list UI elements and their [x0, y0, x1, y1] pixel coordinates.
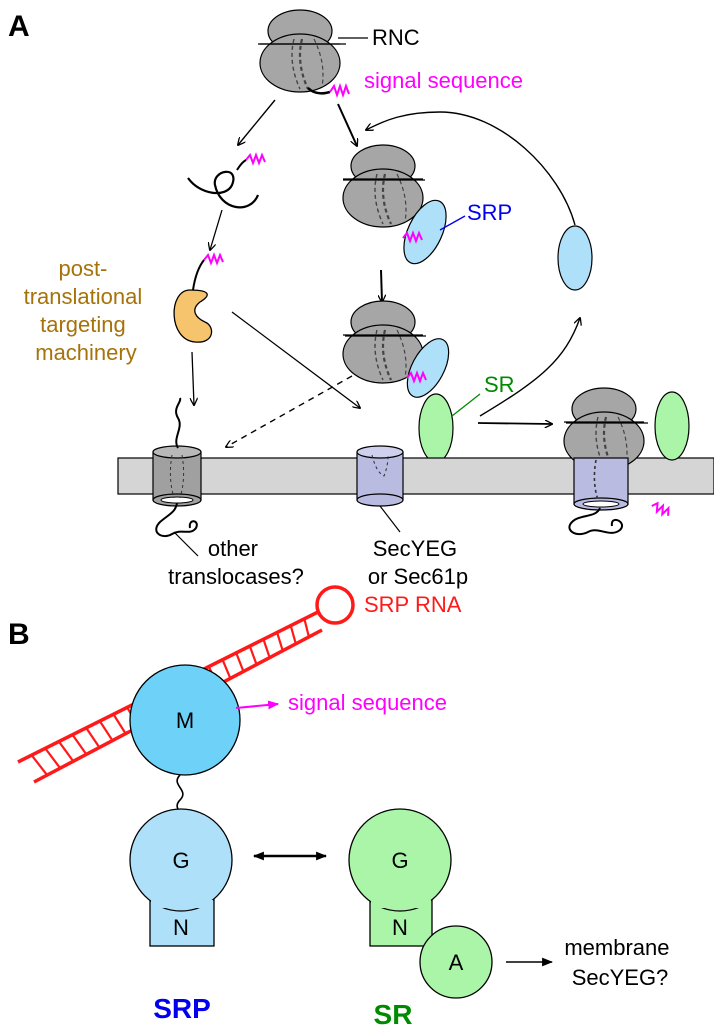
other-label-line-1: other — [208, 536, 258, 561]
sr-leader-line — [451, 393, 481, 417]
arrow-ptm-to-other — [192, 351, 194, 405]
m-domain — [129, 664, 241, 776]
panel-a-letter: A — [8, 10, 30, 43]
ptm-chain — [192, 259, 205, 291]
secreted-chain — [568, 507, 623, 536]
other-translocase — [152, 445, 202, 507]
sr-particle-released — [654, 391, 690, 461]
free-signal-zigzag — [245, 152, 266, 166]
rnc-label: RNC — [372, 25, 420, 50]
srp-particle-2 — [406, 338, 450, 398]
sr-n-label: N — [392, 915, 408, 940]
panel-b-letter: B — [8, 618, 30, 651]
sr-g-label: G — [391, 848, 408, 873]
bound-signal-zigzag — [402, 230, 423, 244]
rna-rung — [235, 652, 245, 672]
rna-rung — [221, 659, 232, 679]
sr-ng-join — [371, 900, 431, 908]
other-translocases-label: other translocases? — [168, 536, 304, 589]
arrow-to-translocation — [477, 423, 552, 424]
rnc-srp-sr-complex — [341, 299, 454, 463]
rna-rung — [112, 713, 127, 735]
sr-a-label: A — [449, 950, 464, 975]
rna-rung — [98, 720, 114, 742]
arrow-srp-release — [479, 318, 580, 417]
secyeg-channel — [356, 445, 404, 507]
m-domain-label: M — [176, 708, 194, 733]
other-leader-line — [173, 531, 199, 557]
srp-recycle-arc — [366, 111, 576, 226]
ptm-label: post- translational targeting machinery — [24, 256, 149, 365]
srp-g-domain — [129, 808, 233, 912]
secyeg-label: SecYEG or Sec61p — [368, 536, 468, 589]
ptm-label-line-4: machinery — [35, 340, 136, 365]
secyeg-leader-line — [379, 505, 401, 533]
complex-signal-zigzag — [406, 370, 427, 384]
rna-loop — [315, 585, 355, 625]
sr-title: SR — [374, 999, 413, 1028]
translocated-chain-bottom — [155, 502, 198, 538]
nascent-chain — [307, 87, 331, 95]
sr-label: SR — [484, 372, 515, 397]
sr-g-domain — [348, 808, 452, 912]
rna-rung — [303, 618, 310, 638]
arrow-to-srp-binding — [337, 103, 357, 146]
membrane-label-line-2: SecYEG? — [572, 965, 669, 990]
sr-particle-1 — [418, 393, 454, 463]
signal-sequence-zigzag — [329, 82, 350, 99]
arrow-ptm-to-secyeg — [231, 311, 360, 408]
free-srp-particle — [557, 225, 593, 291]
srp-particle-1 — [403, 199, 447, 265]
dashed-arrow-to-other — [226, 375, 353, 447]
secyeg-label-line-1: SecYEG — [373, 536, 457, 561]
ribosome-at-translocon — [562, 386, 648, 472]
membrane-label: membrane SecYEG? — [564, 935, 675, 990]
arrow-to-ptm — [210, 209, 223, 250]
arrow-to-sr-binding — [381, 269, 382, 302]
other-label-line-2: translocases? — [168, 564, 304, 589]
free-polypeptide — [187, 170, 260, 209]
signal-sequence-label: signal sequence — [364, 68, 523, 93]
rna-rung — [289, 625, 297, 645]
free-chain-link — [236, 159, 247, 171]
rnc-ribosome — [258, 8, 346, 94]
rna-rung — [248, 645, 258, 665]
rna-rung — [71, 734, 88, 755]
active-translocon — [573, 457, 629, 511]
srp-title: SRP — [153, 993, 211, 1024]
ptm-label-line-3: targeting — [40, 312, 126, 337]
srp-rna-label: SRP RNA — [364, 592, 462, 617]
ptm-crescent — [173, 289, 213, 343]
membrane-label-line-1: membrane — [564, 935, 669, 960]
sr-a-domain — [419, 925, 493, 999]
rna-rung — [30, 754, 48, 776]
ptm-label-line-2: translational — [24, 284, 143, 309]
signal-sequence-b-label: signal sequence — [288, 690, 447, 715]
ptm-signal-zigzag — [203, 252, 224, 266]
cleaved-signal-zigzag — [651, 501, 670, 517]
srp-label: SRP — [467, 200, 512, 225]
signal-binding-arrow — [235, 700, 280, 710]
srp-leader-line — [439, 215, 466, 231]
secyeg-label-line-2: or Sec61p — [368, 564, 468, 589]
arrow-to-free-chain — [238, 99, 276, 145]
rnc-srp-complex — [341, 143, 447, 265]
translocating-chain-top — [175, 397, 182, 449]
rna-rung — [44, 747, 62, 769]
rna-rung — [85, 727, 101, 749]
srp-n-label: N — [173, 915, 189, 940]
ptm-label-line-1: post- — [58, 256, 107, 281]
srp-g-label: G — [172, 848, 189, 873]
rna-rung — [276, 632, 284, 652]
rna-rung — [262, 638, 271, 658]
rna-rung — [58, 740, 75, 762]
srp-ng-join — [151, 900, 213, 908]
